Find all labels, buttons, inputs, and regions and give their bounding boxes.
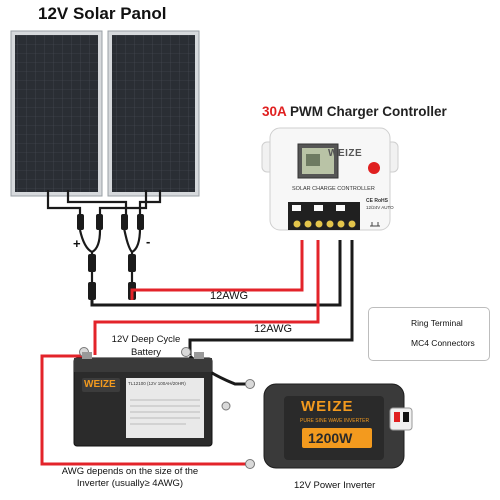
wire-label-top: 12AWG [210,290,249,302]
inverter-power: 1200W [308,430,353,446]
power-inverter [263,383,413,469]
awg-note-line2: Inverter (usually≥ 4AWG) [76,478,184,489]
inverter-subtitle: PURE SINE WAVE INVERTER [300,418,370,424]
awg-note-line1: AWG depends on the size of the [61,466,199,477]
controller-title: 30A PWM Charger Controller [262,104,447,119]
inverter-label: 12V Power Inverter [294,480,376,491]
battery-model: TL12100 (12V 100AH/20HR) [128,381,186,386]
inverter-brand: WEIZE [301,398,354,415]
battery-label: 12V Deep Cycle Battery [96,333,196,359]
controller-panel-text: SOLAR CHARGE CONTROLLER [292,186,375,192]
battery-label-line1: 12V Deep Cycle [111,334,181,345]
awg-note: AWG depends on the size of the Inverter … [40,466,220,490]
controller-brand: WEIZE [328,148,363,159]
solar-panel-left [10,30,103,197]
battery-brand: WEIZE [84,379,116,390]
charge-controller [261,127,399,231]
panel-plus-sign: + [73,236,81,251]
legend: Ring Terminal MC4 Connectors [368,307,490,361]
legend-mc4-connectors: MC4 Connectors [411,338,475,348]
red-wire-panel-positive [130,240,304,300]
controller-title-accent: 30A [262,104,287,119]
page-title: 12V Solar Panol [38,4,167,23]
legend-ring-terminal: Ring Terminal [411,318,463,328]
controller-ce-text: CE RoHS [366,198,388,204]
black-wire-panel-negative [90,240,342,307]
wire-label-bottom: 12AWG [254,323,293,335]
controller-title-rest: PWM Charger Controller [286,104,447,119]
mc4-branch-connectors [77,214,144,230]
panel-minus-sign: - [146,234,151,249]
red-wire-inverter-positive [40,354,246,466]
solar-panel-right [107,30,200,197]
red-wire-battery-positive [93,240,320,355]
black-wire-battery-negative [188,240,354,355]
battery [73,352,213,447]
mc4-inline-connectors [88,254,136,300]
battery-label-line2: Battery [130,347,162,358]
controller-volt-text: 12/24V AUTO [366,205,394,210]
